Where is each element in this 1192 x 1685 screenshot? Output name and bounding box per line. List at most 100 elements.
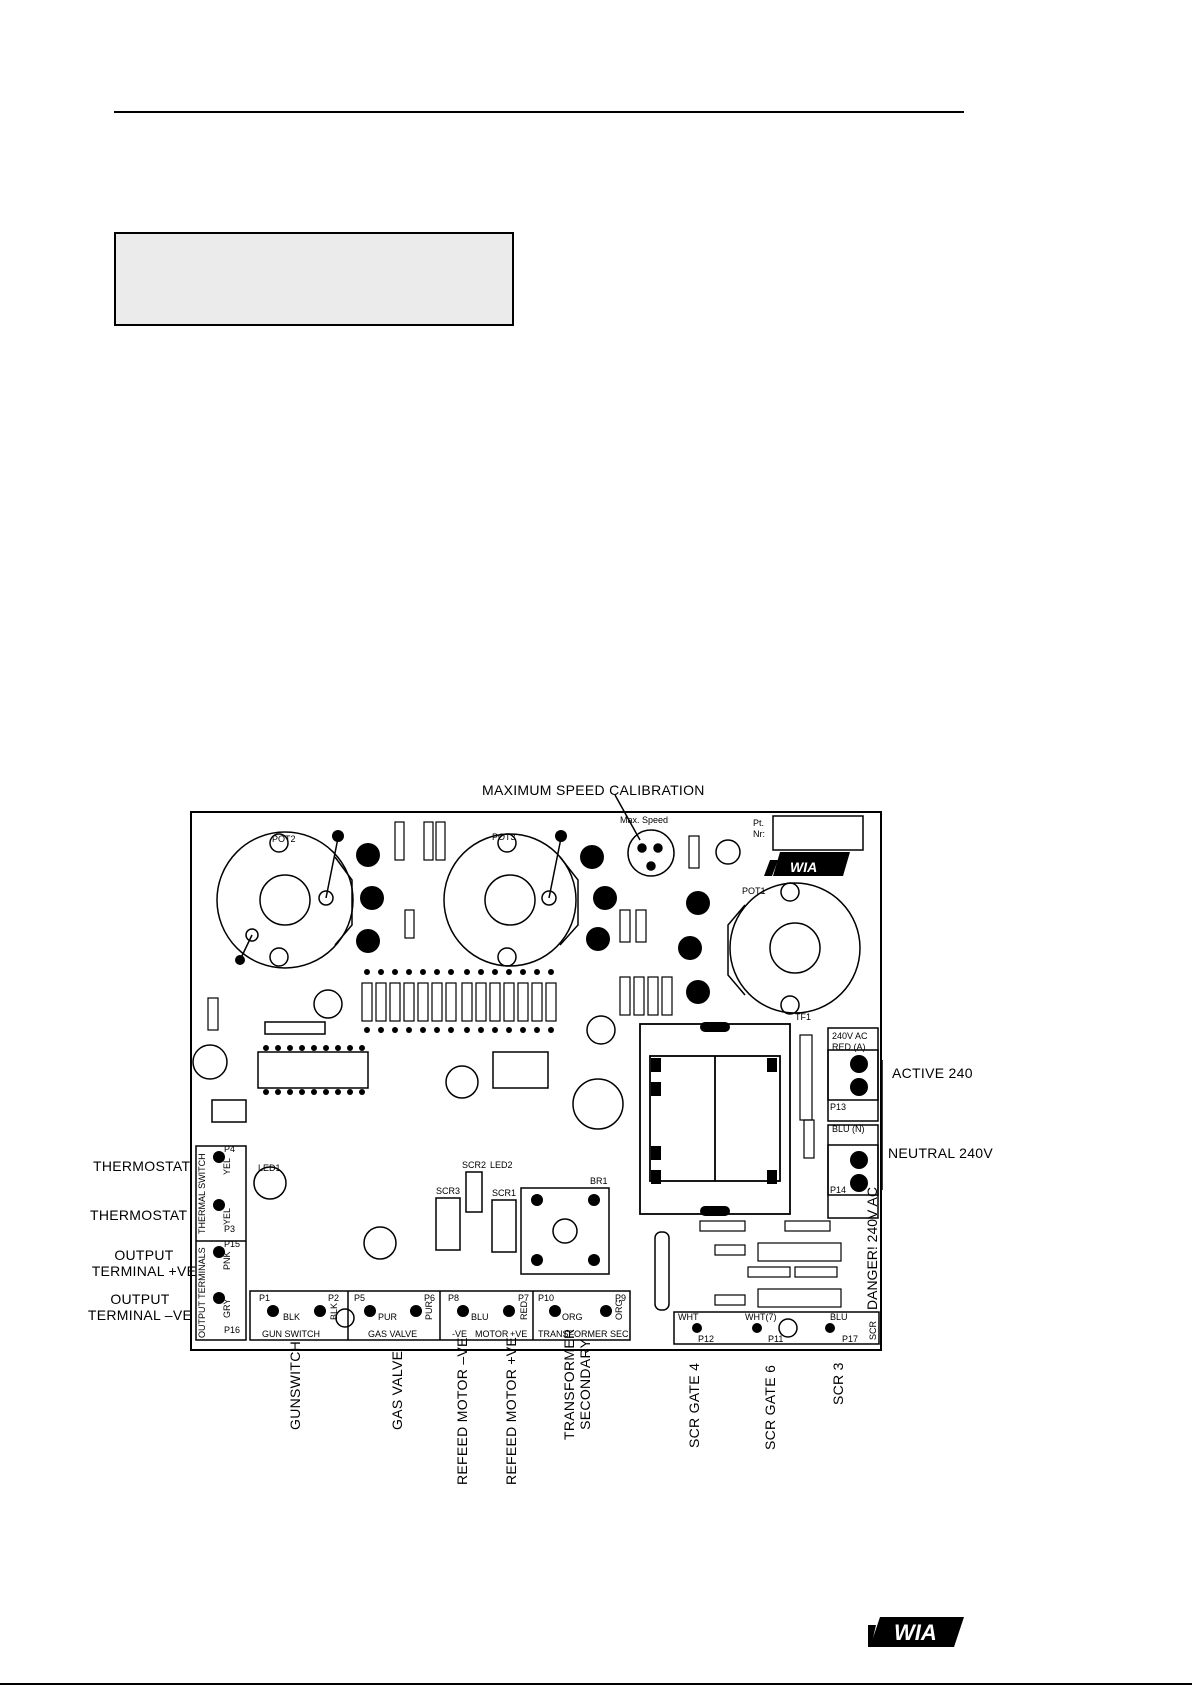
cap-c11 [715,839,741,865]
transformer-line2: SECONDARY [577,1338,593,1430]
pur1-silk: PUR [378,1312,398,1322]
neutral-240v-label: NEUTRAL 240V [888,1145,994,1161]
p15-silk: P15 [224,1239,240,1249]
motor-silk: MOTOR [475,1329,509,1339]
thermostat-label-2: THERMOSTAT [90,1207,188,1223]
output-pos-line1: OUTPUT [114,1247,174,1263]
p1-silk: P1 [259,1293,270,1303]
transformer-secondary-label: TRANSFORMER SECONDARY [561,1329,593,1440]
nr-label: Nr: [753,829,765,839]
p12-silk: P12 [698,1334,714,1344]
p7-silk: P7 [518,1293,529,1303]
ic-u5 [211,1099,247,1123]
pot3-footprint [443,833,579,967]
header-rule [114,111,964,113]
terminal-240v [827,1027,883,1219]
p5-silk: P5 [354,1293,365,1303]
blu-p8-silk: BLU [471,1312,489,1322]
scr1-footprint [491,1199,517,1253]
p17-silk: P17 [842,1334,858,1344]
scr2-footprint [465,1171,483,1213]
danger-silk: DANGER! 240V AC [864,1187,880,1310]
output-neg-line1: OUTPUT [110,1291,170,1307]
org2-silk: ORG [614,1299,624,1320]
ic-u3 [492,1051,549,1089]
pot2-footprint [216,831,354,969]
ic-x1 [264,1021,326,1035]
scr2-label: SCR2 [462,1160,486,1170]
pot2-label: POT2 [272,834,296,844]
max-speed-calibration-label: MAXIMUM SPEED CALIBRATION [482,782,705,798]
p6-silk: P6 [424,1293,435,1303]
p8-silk: P8 [448,1293,459,1303]
brand-silk: WIA [790,859,817,875]
ic-u6 [257,1051,369,1089]
gas-valve-silk: GAS VALVE [368,1329,417,1339]
pot3-label: POT3 [492,832,516,842]
gun-switch-silk: GUN SWITCH [262,1329,320,1339]
title-box [114,232,514,326]
thermostat-label-1: THERMOSTAT [93,1158,191,1174]
yel1-silk: YEL [222,1158,232,1175]
output-terminal-pos-label: OUTPUT TERMINAL +VE [84,1247,204,1279]
output-terminal-neg-label: OUTPUT TERMINAL –VE [80,1291,200,1323]
footer-logo-text: WIA [894,1620,937,1645]
pcb-outline [190,811,882,1351]
pot1-label: POT1 [742,886,766,896]
transformer-sec-silk: TRANSFORMER SEC. [538,1329,631,1339]
bridge-rectifier-br1 [520,1187,610,1275]
p11-silk: P11 [768,1334,783,1344]
br1-label: BR1 [590,1176,608,1186]
refeed-motor-pos-label: REFEED MOTOR +VE [503,1336,519,1485]
max-speed-leader [614,794,641,841]
red-p7-silk: RED [519,1300,529,1320]
wht7-silk: WHT(7) [745,1312,777,1322]
active-240-label: ACTIVE 240 [892,1065,973,1081]
pur2-silk: PUR [424,1300,434,1320]
output-pos-line2: TERMINAL +VE [91,1263,197,1279]
u2-footprint [654,1231,670,1311]
max-speed-trimmer [627,829,675,877]
red-a-label: RED (A) [832,1042,866,1052]
wht-silk: WHT [678,1312,699,1322]
led2-label: LED2 [490,1160,513,1170]
motor-neg-silk: -VE [452,1329,467,1339]
gry-silk: GRY [222,1299,232,1318]
footer-rule [0,1683,1192,1685]
motor-pos-silk: +VE [510,1329,527,1339]
cap-c23 [586,1015,616,1045]
cap-c18 [363,1226,397,1260]
output-neg-line2: TERMINAL –VE [87,1307,193,1323]
org1-silk: ORG [562,1312,583,1322]
p4-silk: P4 [224,1144,235,1154]
board-wia-logo [764,852,850,876]
transformer-line1: TRANSFORMER [561,1328,577,1440]
blk2-silk: BLK [329,1303,339,1320]
scr1-label: SCR1 [492,1188,516,1198]
p2-silk: P2 [328,1293,339,1303]
yel2-silk: YEL [222,1208,232,1225]
scr-3-label: SCR 3 [830,1362,846,1405]
max-speed-silk: Max. Speed [620,815,668,825]
footer-wia-logo: WIA [868,1617,964,1647]
p16-silk: P16 [224,1325,240,1335]
blu-n-label: BLU (N) [832,1124,865,1134]
p13-label: P13 [830,1102,846,1112]
blu-silk: BLU [830,1312,848,1322]
thermal-switch-silk: THERMAL SWITCH [197,1153,207,1234]
part-number-box [772,815,864,851]
refeed-motor-neg-label: REFEED MOTOR –VE [454,1337,470,1485]
bottom-connector-strip [195,1145,880,1345]
p10-silk: P10 [538,1293,554,1303]
scr-silk: SCR [868,1320,878,1340]
scr3-label: SCR3 [436,1186,460,1196]
p9-silk: P9 [615,1293,626,1303]
gas-valve-label: GAS VALVE [389,1350,405,1430]
v240-label: 240V AC [832,1031,868,1041]
p14-label: P14 [830,1185,846,1195]
output-terminals-silk: OUTPUT TERMINALS [197,1247,207,1338]
cap-big [572,1078,624,1130]
cap-c17 [192,1044,228,1080]
scr-gate-6-label: SCR GATE 6 [762,1364,778,1450]
